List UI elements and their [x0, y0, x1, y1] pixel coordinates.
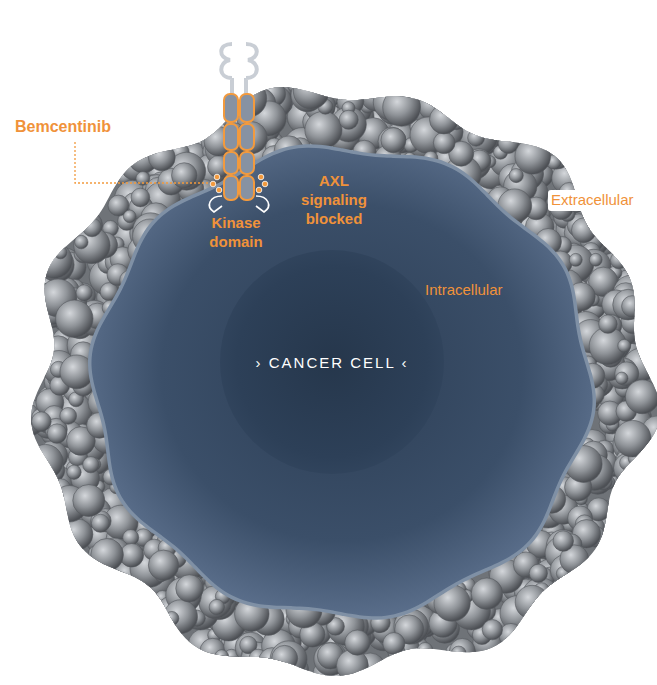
receptor-domain: [224, 124, 238, 150]
surface-bump: [131, 188, 150, 207]
surface-bump: [345, 630, 370, 655]
drug-label: Bemcentinib: [15, 117, 111, 137]
surface-bump: [571, 218, 596, 243]
surface-bump: [610, 252, 627, 269]
label-slot: AXL signaling blocked: [286, 172, 382, 228]
surface-bump: [270, 641, 307, 678]
surface-bump: [272, 645, 298, 671]
surface-bump: [589, 253, 602, 266]
surface-bump: [123, 210, 136, 223]
surface-bump: [509, 169, 523, 183]
surface-bump: [451, 646, 466, 661]
surface-bump: [383, 88, 421, 126]
surface-bump: [54, 246, 67, 259]
receptor-domain: [224, 152, 238, 174]
surface-bump: [32, 412, 52, 432]
surface-bump: [91, 539, 124, 572]
surface-bump: [83, 457, 99, 473]
inhibitor-molecule: [258, 174, 264, 180]
surface-bump: [515, 139, 551, 175]
surface-bump: [622, 296, 643, 317]
surface-bump: [433, 132, 455, 154]
label-slot: Kinase domain: [193, 214, 279, 252]
surface-bump: [515, 585, 549, 619]
surface-bump: [165, 611, 179, 625]
receptor-domain: [240, 94, 254, 122]
surface-bump: [339, 110, 358, 129]
surface-bump: [482, 620, 502, 640]
surface-bump: [417, 642, 433, 658]
receptor-loop: [221, 44, 232, 94]
inhibitor-molecule: [210, 181, 216, 187]
surface-bump: [613, 289, 644, 320]
receptor-domain: [240, 152, 254, 174]
surface-bump: [293, 73, 329, 109]
surface-bump: [235, 121, 267, 153]
region-label: Extracellular: [548, 190, 637, 211]
surface-bump: [614, 420, 651, 457]
leader-line: [75, 142, 210, 183]
cell-membrane: [90, 146, 595, 618]
surface-bump: [449, 638, 475, 664]
surface-bump: [499, 623, 523, 647]
kinase-domain-shape: [240, 176, 254, 200]
surface-bump: [305, 111, 342, 148]
surface-bump: [381, 128, 406, 153]
surface-bump: [148, 550, 178, 580]
blocked-hook: [209, 196, 222, 212]
surface-bump: [91, 514, 109, 532]
surface-bump: [616, 372, 628, 384]
surface-bump: [56, 300, 93, 337]
surface-bump: [430, 105, 459, 134]
surface-bump: [83, 218, 102, 237]
surface-bump: [215, 650, 229, 664]
surface-bump: [37, 243, 73, 279]
label-slot: Extracellular: [548, 190, 654, 211]
receptor-domain: [224, 94, 238, 122]
blocked-hook: [256, 196, 269, 212]
surface-bump: [28, 444, 63, 479]
inhibitor-molecule: [256, 187, 262, 193]
cell-title: › CANCER CELL ‹: [256, 354, 409, 371]
surface-bump: [383, 633, 405, 655]
label-slot: Bemcentinib: [15, 117, 145, 137]
surface-bump: [47, 424, 67, 444]
inhibitor-molecule: [262, 181, 268, 187]
surface-bump: [625, 380, 657, 414]
surface-bump: [553, 531, 574, 552]
region-label: Intracellular: [425, 281, 503, 300]
surface-bump: [569, 253, 582, 266]
surface-bump: [172, 163, 197, 188]
surface-bump: [529, 564, 547, 582]
effect-label: AXL signaling blocked: [286, 172, 382, 228]
receptor-loop: [246, 44, 257, 94]
surface-bump: [60, 407, 77, 424]
surface-bump: [176, 575, 203, 602]
cell-nucleus: › CANCER CELL ‹: [220, 250, 444, 474]
inhibitor-molecule: [214, 174, 220, 180]
surface-bump: [76, 285, 92, 301]
surface-bump: [75, 235, 88, 248]
surface-bump: [67, 465, 81, 479]
inhibitor-molecule: [216, 187, 222, 193]
surface-bump: [164, 600, 198, 634]
surface-bump: [73, 485, 105, 517]
axl-receptor: [209, 44, 268, 212]
surface-bump: [471, 578, 502, 609]
domain-label: Kinase domain: [193, 214, 279, 252]
receptor-domain: [240, 124, 254, 150]
surface-texture: [9, 69, 657, 685]
surface-bump: [148, 144, 175, 171]
surface-bump: [468, 129, 485, 146]
label-slot: Intracellular: [425, 281, 545, 300]
surface-bump: [209, 599, 224, 614]
surface-bump: [599, 315, 618, 334]
surface-bump: [62, 519, 93, 550]
surface-bump: [618, 339, 631, 352]
cell-surface: [31, 87, 657, 676]
kinase-domain-shape: [224, 176, 238, 200]
